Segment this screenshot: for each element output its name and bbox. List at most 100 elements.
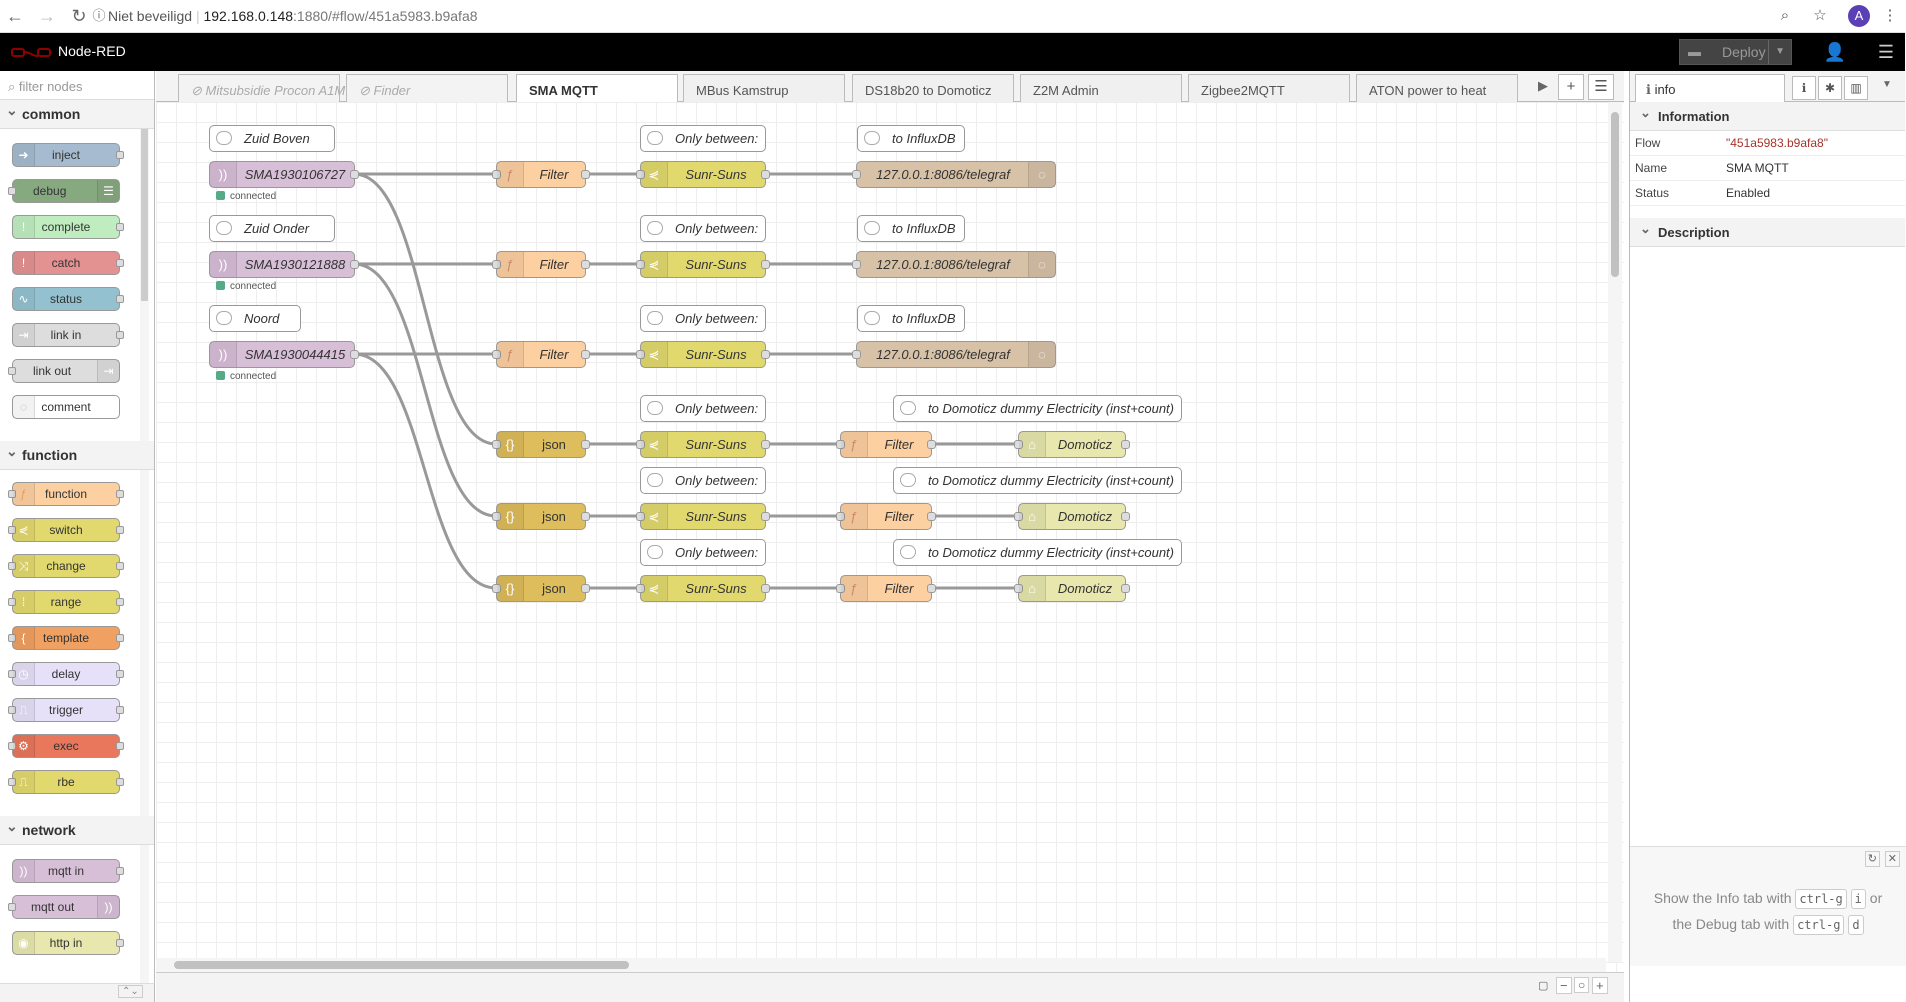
switch-node[interactable]: ⋞Sunr-Suns <box>636 251 770 278</box>
comment-node[interactable]: Only between: <box>640 215 766 242</box>
bug-icon[interactable]: ✱ <box>1818 76 1842 100</box>
zoom-in-icon[interactable]: + <box>1592 977 1608 994</box>
tab-mbus-kamstrup[interactable]: MBus Kamstrup <box>683 74 845 102</box>
tab-info[interactable]: ℹ info <box>1635 74 1785 102</box>
section-description[interactable]: Description <box>1630 214 1905 247</box>
mqtt-in-node[interactable]: ))SMA1930106727 <box>209 161 359 188</box>
domoticz-node[interactable]: ⌂Domoticz <box>1014 431 1130 458</box>
comment-node[interactable]: to InfluxDB <box>857 305 965 332</box>
comment-node[interactable]: to Domoticz dummy Electricity (inst+coun… <box>893 395 1182 422</box>
tab-finder[interactable]: ⊘ Finder <box>346 74 508 102</box>
tab-sma-mqtt[interactable]: SMA MQTT <box>516 74 678 103</box>
section-information[interactable]: Information <box>1630 98 1905 131</box>
more-icon[interactable]: ⋮ <box>1882 7 1898 24</box>
comment-node[interactable]: to InfluxDB <box>857 125 965 152</box>
palette-change[interactable]: ⤨change <box>8 554 124 578</box>
comment-node[interactable]: to Domoticz dummy Electricity (inst+coun… <box>893 539 1182 566</box>
switch-node[interactable]: ⋞Sunr-Suns <box>636 341 770 368</box>
palette-scroll-thumb[interactable] <box>141 113 148 301</box>
list-flows-button[interactable]: ☰ <box>1588 74 1614 100</box>
add-tab-button[interactable]: + <box>1558 74 1584 100</box>
palette-scrollbar[interactable] <box>140 101 149 1001</box>
tab-mitsubsidie[interactable]: ⊘ Mitsubsidie Procon A1M… <box>178 74 358 102</box>
comment-node[interactable]: Zuid Boven <box>209 125 335 152</box>
workspace-vscroll-thumb[interactable] <box>1611 112 1619 277</box>
comment-node[interactable]: to Domoticz dummy Electricity (inst+coun… <box>893 467 1182 494</box>
comment-node[interactable]: Only between: <box>640 395 766 422</box>
scroll-tabs-icon[interactable]: ▶ <box>1538 78 1548 93</box>
palette-debug[interactable]: debug☰ <box>8 179 120 203</box>
palette-comment[interactable]: ◌comment <box>12 395 120 419</box>
palette-rbe[interactable]: ⎍rbe <box>8 770 124 794</box>
deploy-button[interactable]: ▬ Deploy ▼ <box>1679 39 1792 65</box>
address-bar[interactable]: Niet beveiligd | 192.168.0.148:1880/#flo… <box>108 8 478 24</box>
back-icon[interactable]: ← <box>6 6 24 26</box>
switch-node[interactable]: ⋞Sunr-Suns <box>636 431 770 458</box>
mqtt-in-node[interactable]: ))SMA1930121888 <box>209 251 359 278</box>
comment-node[interactable]: Only between: <box>640 467 766 494</box>
tab-ds18b20[interactable]: DS18b20 to Domoticz <box>852 74 1014 102</box>
http-request-node[interactable]: 127.0.0.1:8086/telegraf◌ <box>852 251 1056 278</box>
comment-node[interactable]: Only between: <box>640 125 766 152</box>
http-request-node[interactable]: 127.0.0.1:8086/telegraf◌ <box>852 341 1056 368</box>
palette-trigger[interactable]: ⎍trigger <box>8 698 124 722</box>
palette-http-in[interactable]: ◉http in <box>12 931 124 955</box>
navigator-icon[interactable]: ▢ <box>1538 980 1549 992</box>
comment-node[interactable]: Only between: <box>640 305 766 332</box>
category-function[interactable]: function <box>0 437 154 470</box>
palette-mqtt-in[interactable]: ))mqtt in <box>12 859 124 883</box>
comment-node[interactable]: Zuid Onder <box>209 215 335 242</box>
palette-switch[interactable]: ⋞switch <box>8 518 124 542</box>
workspace-vscroll[interactable] <box>1608 102 1622 962</box>
palette-link-in[interactable]: ⇥link in <box>12 323 124 347</box>
palette-catch[interactable]: !catch <box>12 251 124 275</box>
mqtt-in-node[interactable]: ))SMA1930044415 <box>209 341 359 368</box>
comment-node[interactable]: Only between: <box>640 539 766 566</box>
tab-aton[interactable]: ATON power to heat <box>1356 74 1518 102</box>
json-node[interactable]: {}json <box>492 575 590 602</box>
info-icon[interactable]: ℹ <box>1792 76 1816 100</box>
palette-template[interactable]: {template <box>8 626 124 650</box>
tab-z2m-admin[interactable]: Z2M Admin <box>1020 74 1182 102</box>
palette-filter[interactable]: ⌕ filter nodes <box>0 71 154 100</box>
http-request-node[interactable]: 127.0.0.1:8086/telegraf◌ <box>852 161 1056 188</box>
domoticz-node[interactable]: ⌂Domoticz <box>1014 503 1130 530</box>
palette-delay[interactable]: ◷delay <box>8 662 124 686</box>
chart-icon[interactable]: ▥ <box>1844 76 1868 100</box>
comment-node[interactable]: to InfluxDB <box>857 215 965 242</box>
sidebar-menu-icon[interactable]: ▼ <box>1882 79 1892 90</box>
forward-icon[interactable]: → <box>38 6 56 26</box>
star-icon[interactable]: ☆ <box>1813 7 1827 24</box>
category-common[interactable]: common <box>0 96 154 129</box>
comment-node[interactable]: Noord <box>209 305 301 332</box>
workspace-hscroll-thumb[interactable] <box>174 961 629 969</box>
switch-node[interactable]: ⋞Sunr-Suns <box>636 575 770 602</box>
flow-workspace[interactable]: Zuid Boven Only between: to InfluxDB ))S… <box>156 102 1624 972</box>
zoom-reset-icon[interactable]: ○ <box>1574 977 1590 993</box>
info-icon[interactable]: ⓘ <box>92 8 106 23</box>
palette-complete[interactable]: !complete <box>12 215 124 239</box>
json-node[interactable]: {}json <box>492 503 590 530</box>
palette-mqtt-out[interactable]: mqtt out)) <box>8 895 120 919</box>
switch-node[interactable]: ⋞Sunr-Suns <box>636 161 770 188</box>
deploy-menu-icon[interactable]: ▼ <box>1768 40 1785 64</box>
reload-icon[interactable]: ↻ <box>71 6 87 26</box>
profile-avatar[interactable]: A <box>1848 5 1870 27</box>
collapse-palette-icon[interactable]: ⌃⌄ <box>118 985 143 998</box>
tab-zigbee2mqtt[interactable]: Zigbee2MQTT <box>1188 74 1350 102</box>
close-tip-icon[interactable]: ✕ <box>1884 851 1900 867</box>
refresh-tip-icon[interactable]: ↻ <box>1864 851 1880 867</box>
palette-exec[interactable]: ⚙exec <box>8 734 124 758</box>
user-icon[interactable]: 👤 <box>1823 42 1847 62</box>
zoom-out-icon[interactable]: − <box>1556 977 1572 994</box>
workspace-hscroll[interactable] <box>156 958 1606 972</box>
palette-range[interactable]: ⁞range <box>8 590 124 614</box>
palette-inject[interactable]: ➜inject <box>12 143 124 167</box>
zoom-icon[interactable]: ⌕ <box>1780 7 1790 24</box>
